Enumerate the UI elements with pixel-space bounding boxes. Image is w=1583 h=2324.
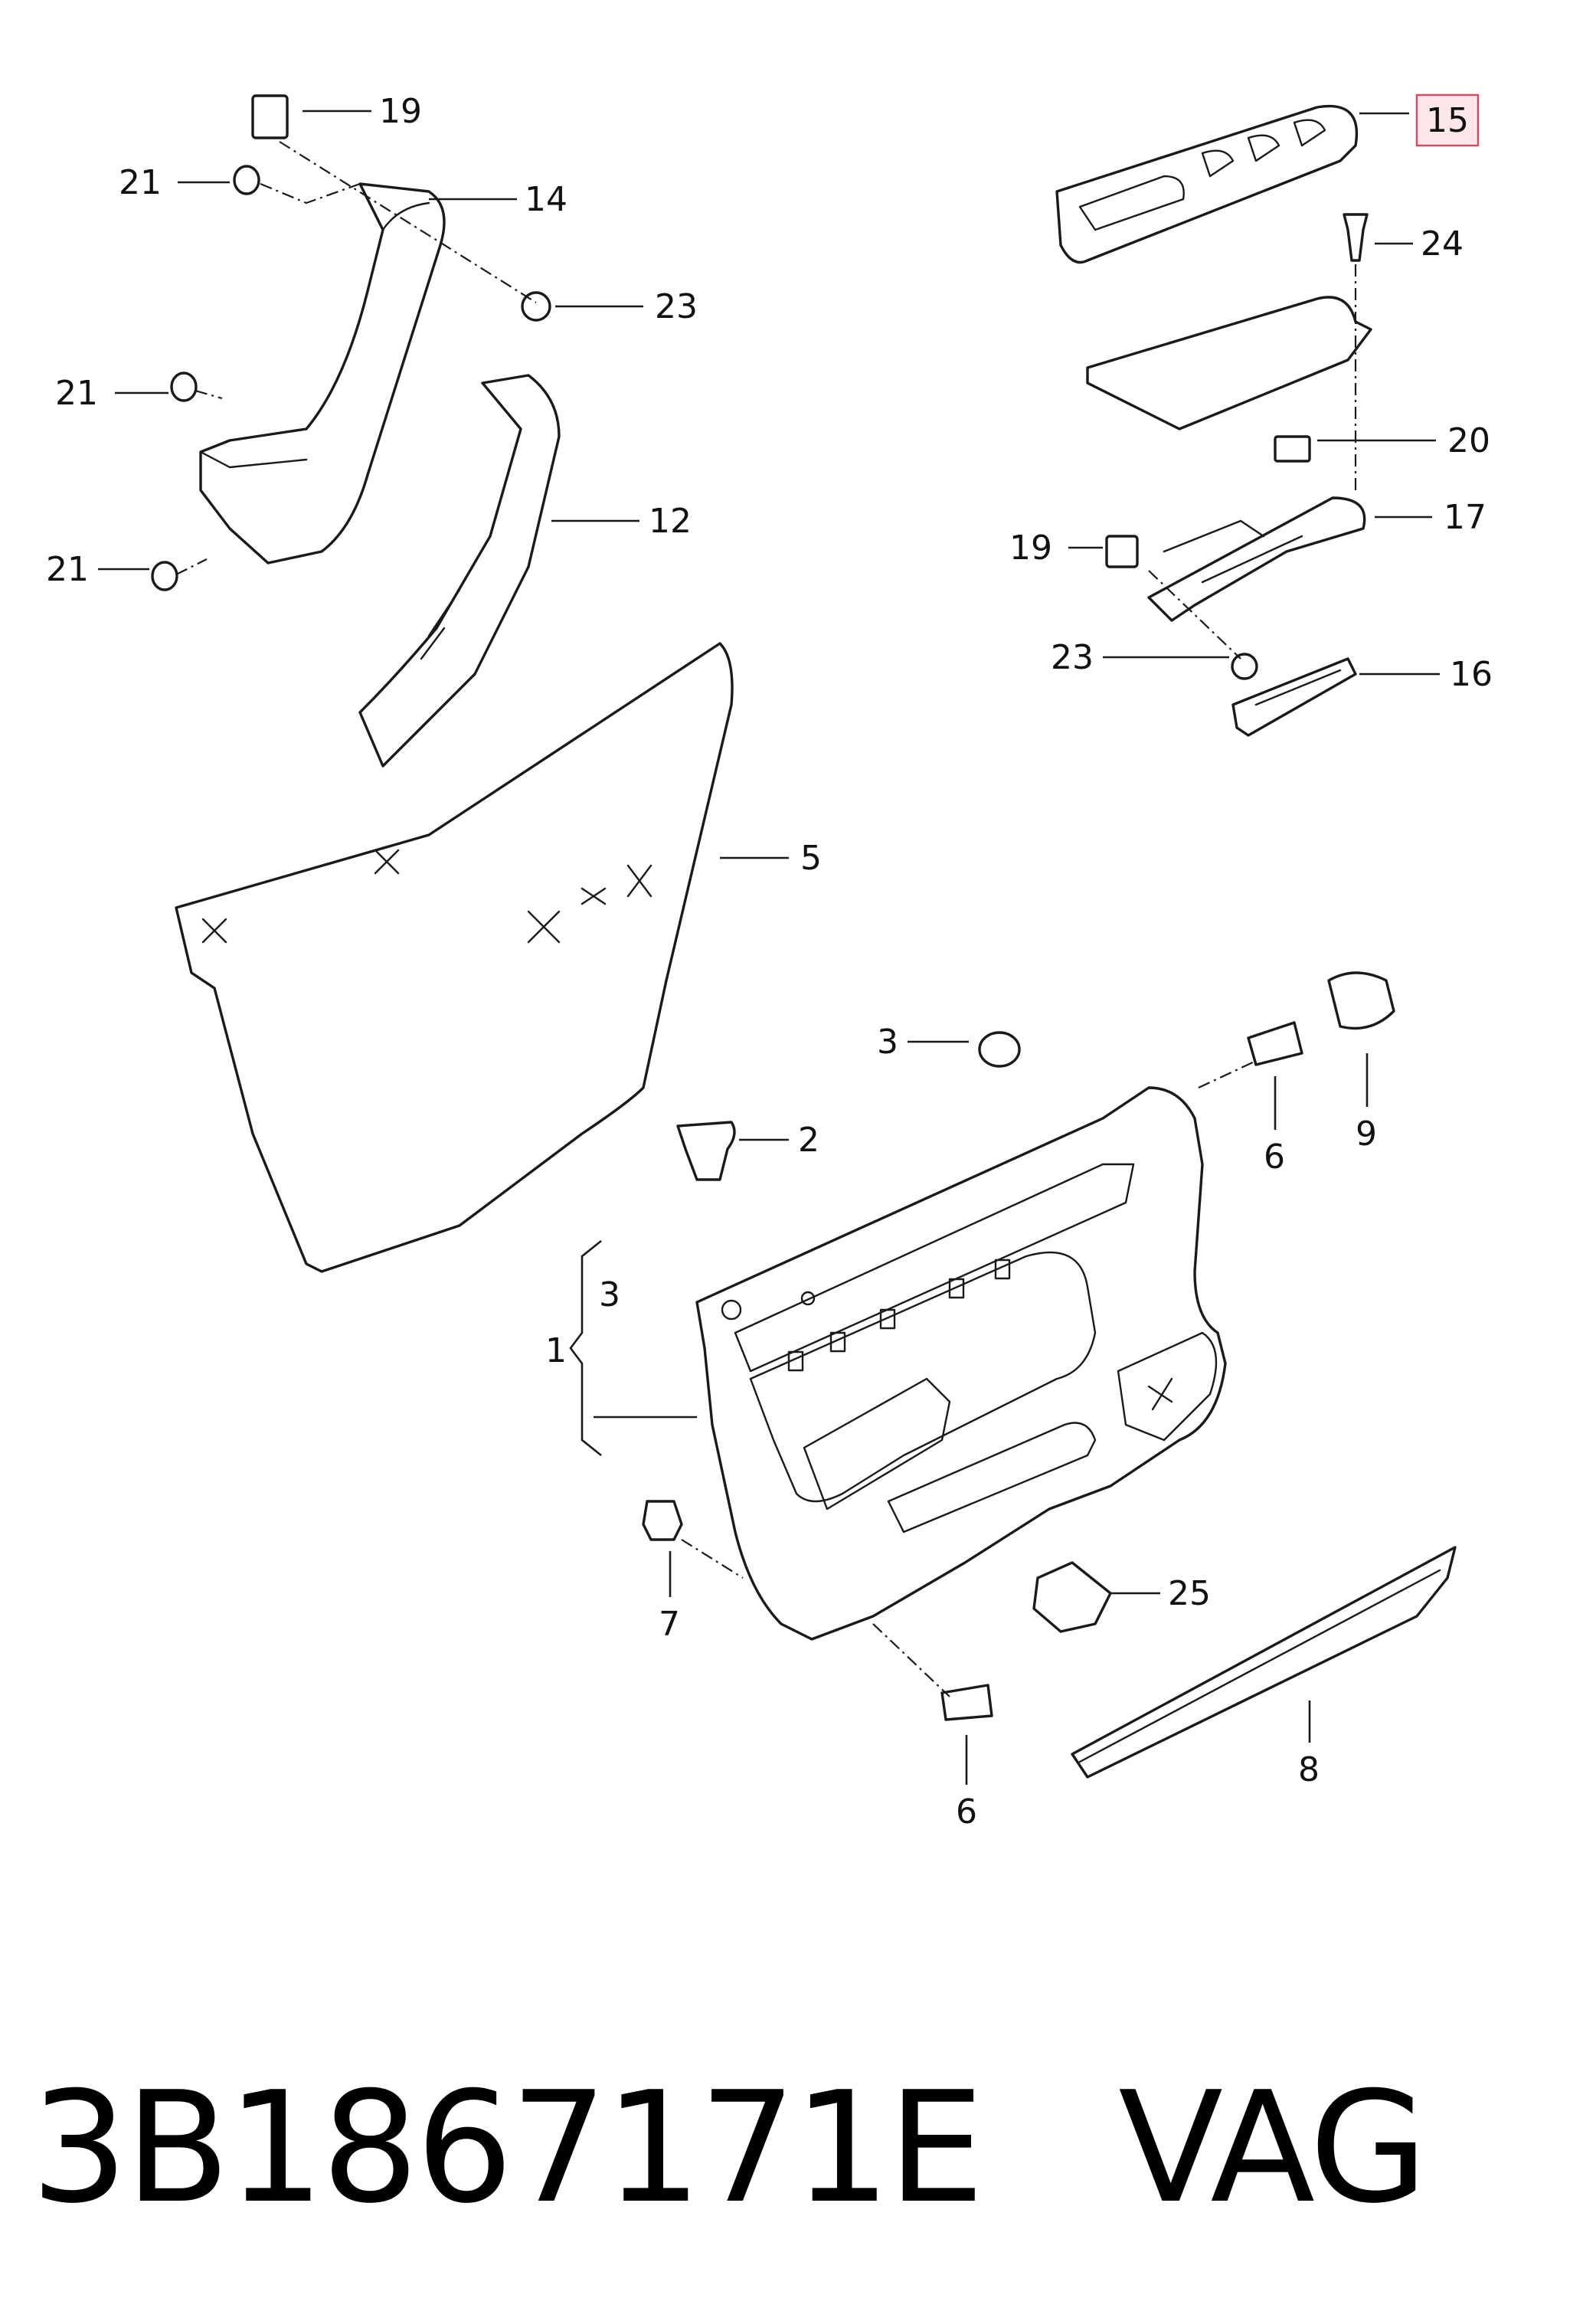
bracket-25 — [1032, 1561, 1112, 1633]
callout-15: 15 — [1426, 101, 1469, 140]
part-8-lower-strip — [1071, 1546, 1457, 1779]
callout-23-upper: 23 — [655, 287, 698, 326]
clip-20 — [1274, 435, 1311, 463]
rivet-21-c — [151, 561, 178, 591]
part-14-grab-handle — [199, 182, 446, 565]
part-number: 3B1867171E — [31, 2059, 985, 2237]
screw-6-lower — [940, 1684, 993, 1721]
part-5-inner-panel — [175, 642, 734, 1273]
callout-21-middle: 21 — [55, 374, 98, 413]
screw-24 — [1343, 213, 1369, 262]
clip-3 — [978, 1031, 1021, 1068]
cap-9 — [1327, 971, 1395, 1030]
callout-8: 8 — [1298, 1750, 1320, 1789]
clip-19-lower — [1105, 535, 1139, 568]
callout-19-upper: 19 — [379, 92, 422, 131]
callout-2: 2 — [798, 1121, 819, 1160]
screw-23-upper — [521, 291, 551, 322]
rivet-21-b — [170, 372, 198, 402]
brand-name: VAG — [1118, 2059, 1428, 2237]
screw-6-upper — [1247, 1021, 1303, 1066]
part-12-trim-strip — [358, 374, 561, 768]
callout-21-upper: 21 — [119, 163, 162, 202]
callout-21-lower: 21 — [46, 550, 89, 589]
callout-16: 16 — [1450, 655, 1493, 694]
part-number-caption: 3B1867171E VAG — [31, 2061, 1555, 2237]
clip-19-upper — [251, 94, 289, 139]
part-1-door-trim-panel — [695, 1086, 1227, 1641]
screw-23-lower — [1231, 653, 1258, 680]
callout-3-clip: 3 — [877, 1023, 898, 1062]
part-17-switch-carrier — [1086, 296, 1372, 622]
hardware — [151, 94, 1395, 1721]
callout-15-highlight — [1415, 93, 1480, 147]
callout-1: 1 — [545, 1331, 567, 1370]
callout-23-lower: 23 — [1051, 638, 1094, 677]
callout-25: 25 — [1168, 1574, 1211, 1613]
leader-lines — [98, 110, 1440, 1785]
callout-14: 14 — [525, 180, 567, 219]
caption-gap — [982, 2059, 1119, 2237]
callout-19-lower: 19 — [1009, 529, 1052, 568]
callout-9: 9 — [1356, 1115, 1377, 1154]
callout-17: 17 — [1444, 498, 1487, 537]
callout-6-upper: 6 — [1264, 1137, 1285, 1177]
part-15-switch-bezel — [1055, 104, 1359, 264]
clip-7 — [642, 1500, 683, 1541]
callout-20: 20 — [1447, 421, 1490, 460]
retainer-2 — [676, 1121, 736, 1181]
rivet-21-a — [233, 165, 260, 195]
callout-12: 12 — [649, 502, 692, 541]
callout-5: 5 — [800, 839, 822, 878]
callout-7: 7 — [659, 1605, 680, 1644]
exploded-parts-diagram: 19 21 14 23 21 12 21 5 15 24 20 19 17 23… — [46, 92, 1493, 1831]
part-16-switch — [1231, 657, 1357, 737]
assembly-lines — [175, 141, 1357, 1697]
callout-24: 24 — [1421, 224, 1464, 263]
callout-3-group: 3 — [599, 1275, 620, 1314]
callout-6-lower: 6 — [956, 1792, 977, 1831]
callout-labels: 19 21 14 23 21 12 21 5 15 24 20 19 17 23… — [46, 92, 1493, 1831]
